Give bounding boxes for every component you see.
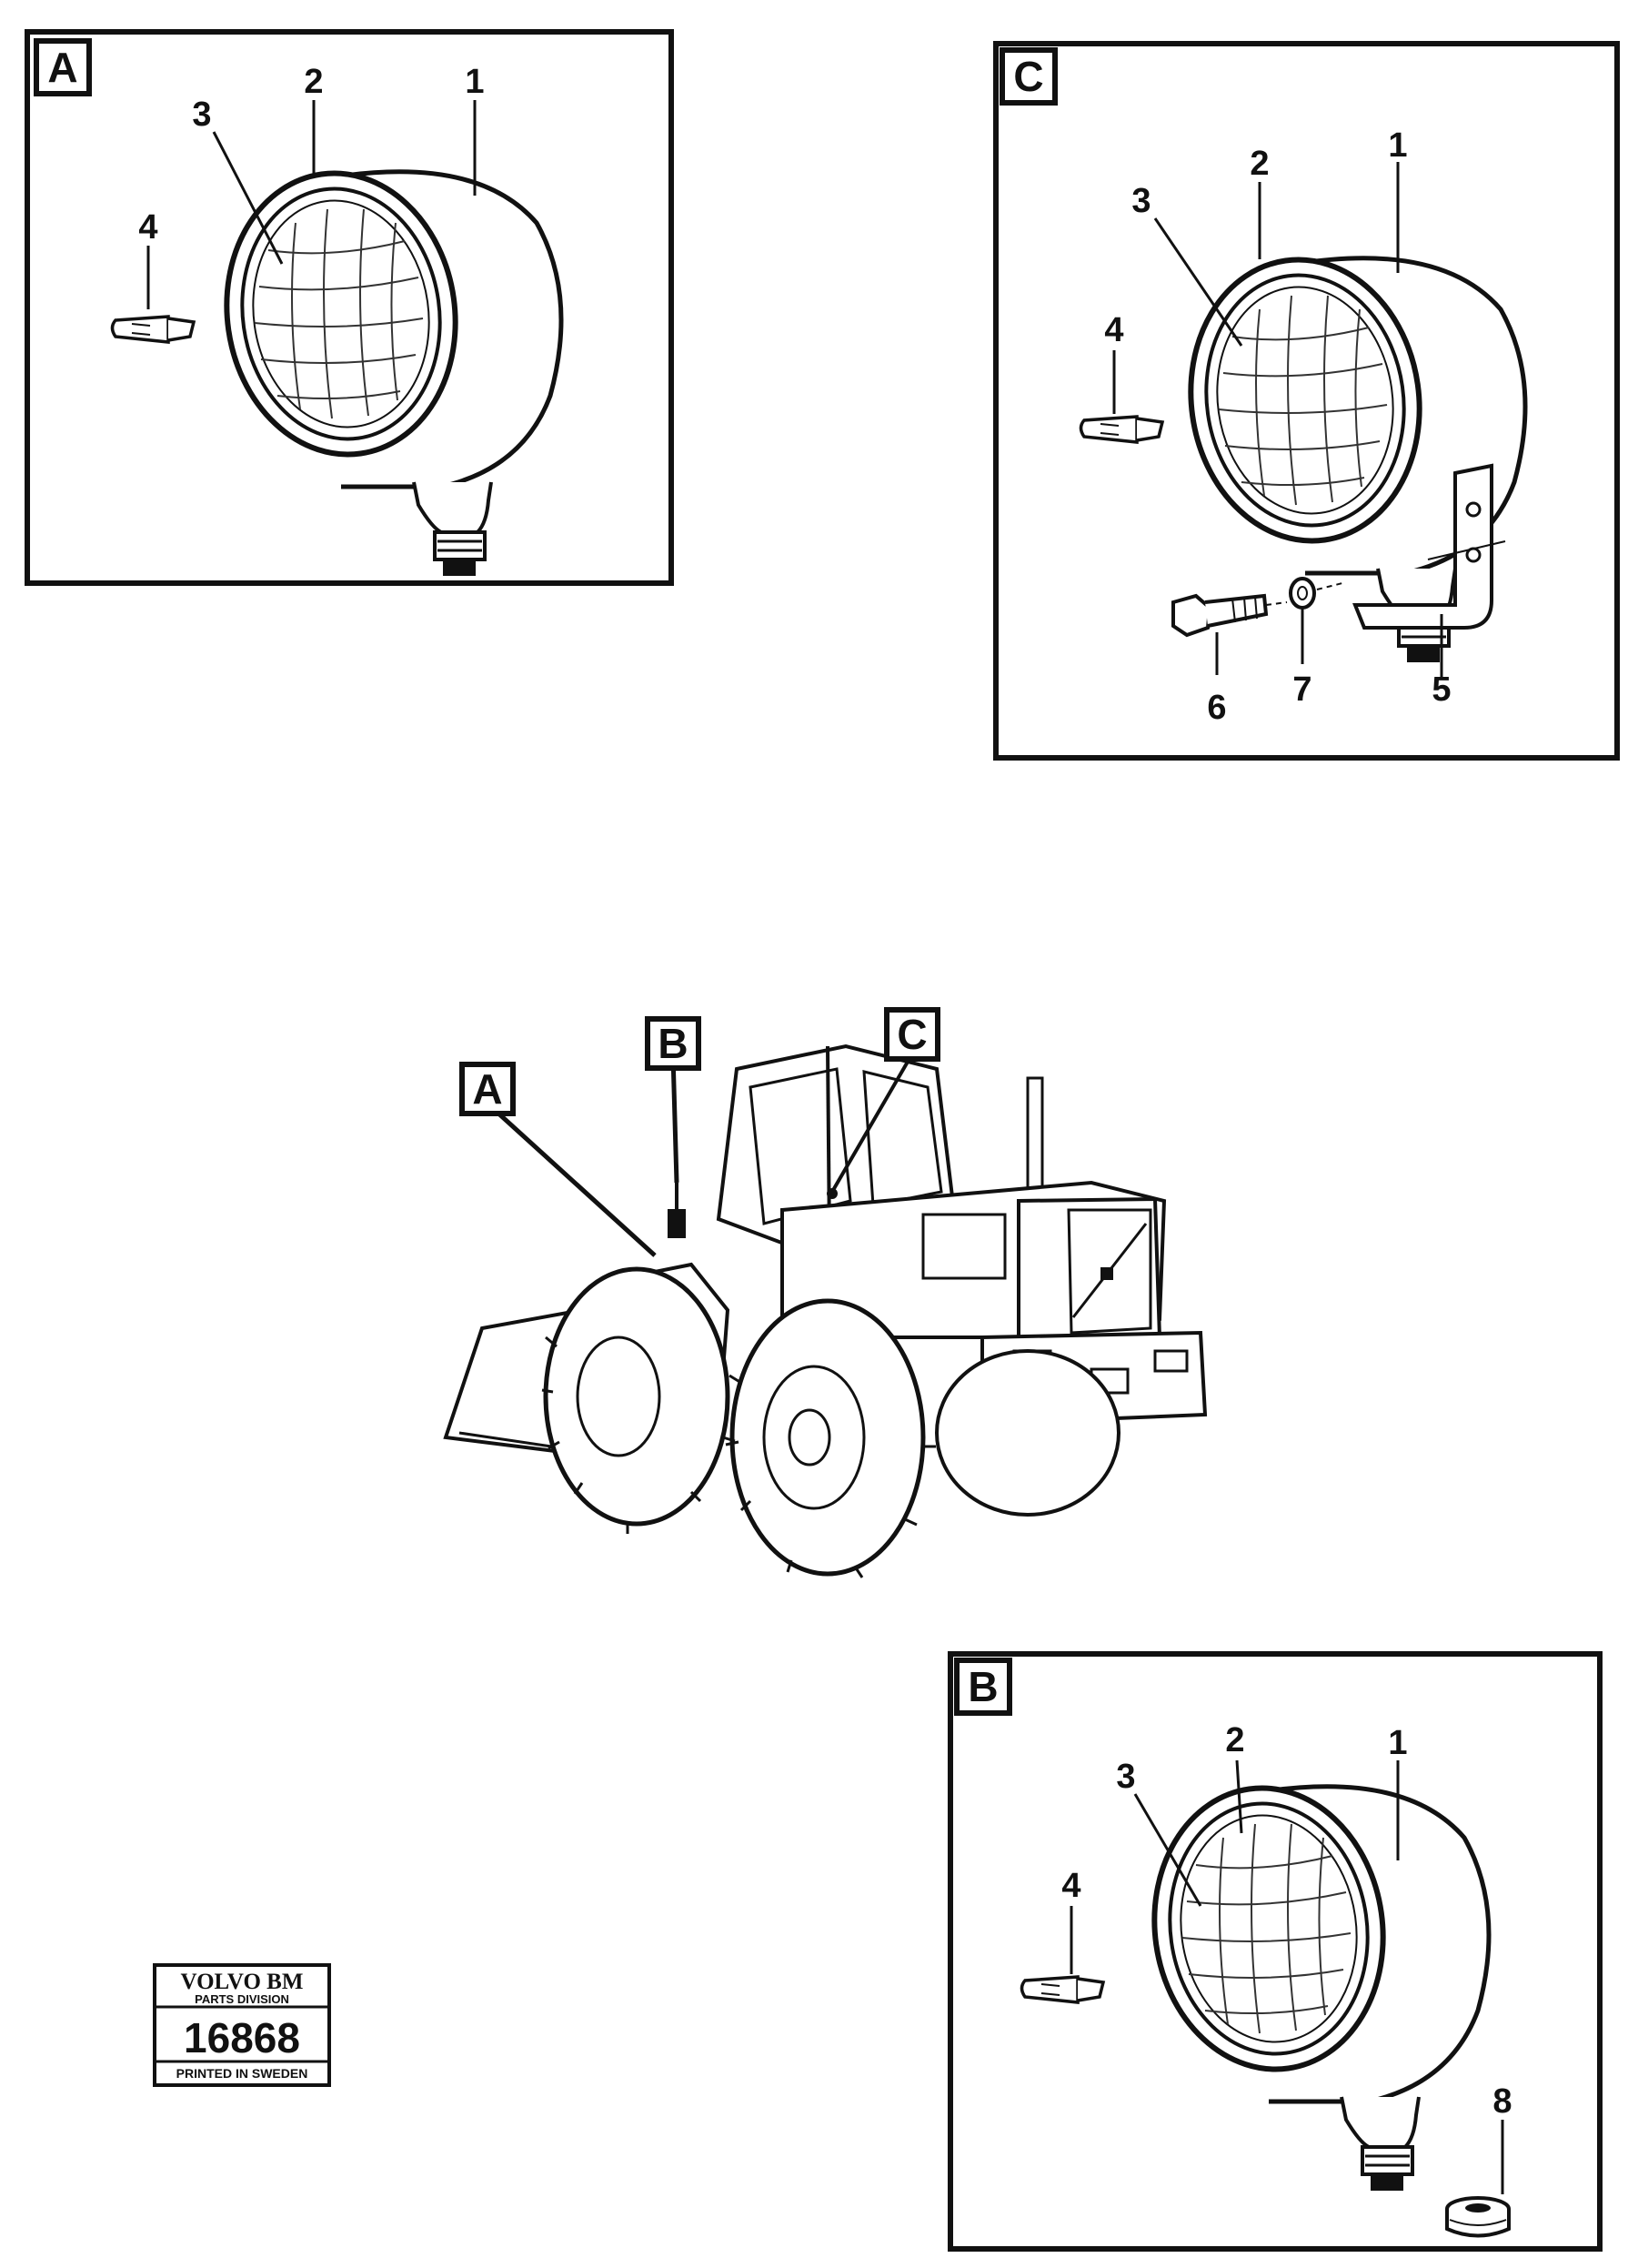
panel-a-tag: A — [47, 44, 77, 91]
stamp-division: PARTS DIVISION — [195, 1992, 289, 2006]
callout-3: 3 — [1131, 182, 1151, 220]
lock-washer — [1289, 577, 1347, 610]
detail-panel-b: B 1 2 3 4 8 — [948, 1651, 1603, 2252]
panel-b-tag: B — [968, 1663, 998, 1710]
callout-1: 1 — [1388, 1724, 1407, 1762]
callout-2: 2 — [304, 63, 323, 101]
bolt — [1171, 593, 1288, 638]
callout-7: 7 — [1292, 670, 1311, 709]
overview-tag-b: B — [658, 1020, 688, 1067]
stamp-printed: PRINTED IN SWEDEN — [176, 2066, 308, 2081]
machine-overview — [443, 1043, 1208, 1578]
mounting-bracket — [1352, 463, 1506, 630]
callout-4: 4 — [1104, 311, 1123, 349]
stamp-brand: VOLVO BM — [181, 1970, 304, 1994]
volvo-bm-stamp: VOLVO BM PARTS DIVISION 16868 PRINTED IN… — [153, 1963, 331, 2087]
callout-3: 3 — [1116, 1758, 1135, 1796]
stamp-number: 16868 — [184, 2014, 300, 2061]
overview-tag-c: C — [897, 1011, 927, 1058]
grommet — [1445, 2196, 1511, 2238]
callout-1: 1 — [465, 63, 484, 101]
callout-2: 2 — [1225, 1721, 1244, 1759]
callout-4: 4 — [1061, 1867, 1080, 1905]
overview-tag-a: A — [472, 1065, 502, 1113]
detail-panel-c: C 1 2 3 4 — [993, 41, 1620, 761]
bulb-a — [110, 315, 196, 344]
panel-c-tag: C — [1013, 53, 1043, 100]
detail-panel-a: A 1 2 3 4 — [25, 29, 674, 586]
callout-5: 5 — [1432, 670, 1451, 709]
bulb-c — [1079, 415, 1164, 444]
overview-callouts: A B C — [459, 1007, 940, 1257]
bulb-b — [1020, 1975, 1105, 2004]
callout-4: 4 — [138, 208, 157, 247]
callout-8: 8 — [1492, 2082, 1512, 2121]
callout-3: 3 — [192, 96, 211, 134]
callout-2: 2 — [1250, 145, 1269, 183]
callout-6: 6 — [1207, 689, 1226, 727]
callout-1: 1 — [1388, 126, 1407, 165]
